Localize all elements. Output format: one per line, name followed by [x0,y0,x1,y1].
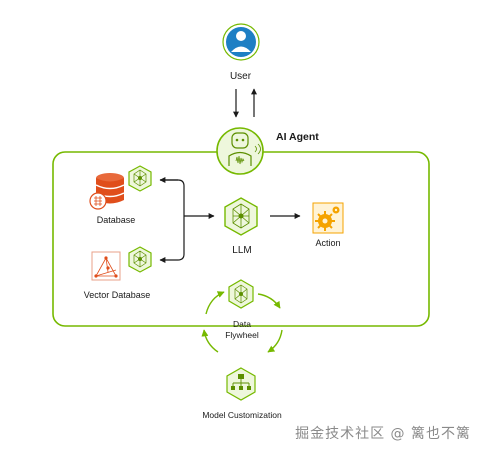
flywheel-arrow-bottom-left [201,329,219,353]
flywheel-arrow-left-top [205,291,225,315]
user-icon [222,23,260,61]
database-icon [89,173,125,210]
gear-icon [312,202,344,234]
vector-database-label: Vector Database [83,290,151,300]
action-label: Action [315,238,341,248]
flywheel-neural-network-icon [228,279,254,309]
data-flywheel-label-line2: Flywheel [225,330,259,340]
llm-label: LLM [232,245,252,256]
watermark: 掘金技术社区 @ 篱也不篱 [295,426,471,442]
vector-database-neural-network-icon [128,246,152,273]
flywheel-arrow-top-right [257,293,281,309]
database-label: Database [96,215,136,225]
user-label: User [229,71,252,82]
model-customization-label: Model Customization [202,410,282,420]
llm-neural-network-icon [224,197,258,236]
database-llm-connector [159,179,185,263]
ai-agent-label: AI Agent [276,131,319,143]
vector-database-icon [91,251,121,281]
database-neural-network-icon [128,165,152,192]
data-flywheel-label-line1: Data [233,319,251,329]
flywheel-arrow-right-bottom [267,329,283,353]
data-flywheel-label: Data Flywheel [214,319,270,341]
robot-icon [216,127,264,175]
hierarchy-icon [226,367,256,401]
